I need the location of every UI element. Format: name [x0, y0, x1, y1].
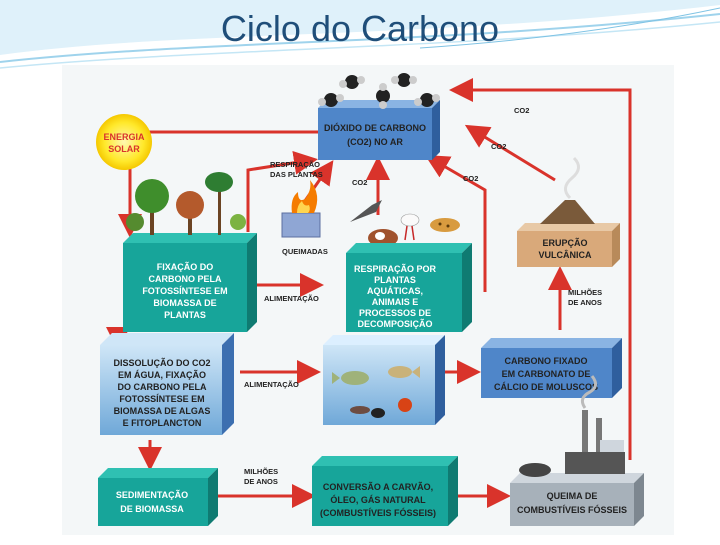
respiration-box: RESPIRAÇÃO POR PLANTAS AQUÁTICAS, ANIMAI…	[346, 243, 472, 332]
carbonate-box: CARBONO FIXADO EM CARBONATO DE CÁLCIO DE…	[481, 338, 622, 398]
millions-label-1-line2: DE ANOS	[568, 298, 602, 307]
co2-air-line1: DIÓXIDO DE CARBONO	[324, 122, 426, 133]
svg-text:PLANTAS: PLANTAS	[374, 275, 416, 285]
svg-text:FOTOSSÍNTESE EM: FOTOSSÍNTESE EM	[142, 286, 227, 296]
svg-text:DO CARBONO PELA: DO CARBONO PELA	[117, 382, 207, 392]
co2-label-c: CO2	[491, 142, 506, 151]
feeding-label-1: ALIMENTAÇÃO	[264, 294, 319, 303]
feeding-label-2: ALIMENTAÇÃO	[244, 380, 299, 389]
svg-text:VULCÂNICA: VULCÂNICA	[539, 249, 592, 260]
svg-text:FIXAÇÃO DO: FIXAÇÃO DO	[157, 262, 214, 272]
svg-text:EM ÁGUA, FIXAÇÃO: EM ÁGUA, FIXAÇÃO	[118, 370, 206, 380]
co2-label-d: CO2	[514, 106, 529, 115]
svg-text:ÓLEO, GÁS NATURAL: ÓLEO, GÁS NATURAL	[330, 494, 426, 505]
svg-text:E FITOPLANCTON: E FITOPLANCTON	[123, 418, 202, 428]
svg-text:DISSOLUÇÃO DO CO2: DISSOLUÇÃO DO CO2	[113, 358, 210, 368]
plant-respiration-line1: RESPIRAÇÃO	[270, 160, 320, 169]
svg-text:CONVERSÃO A CARVÃO,: CONVERSÃO A CARVÃO,	[323, 482, 433, 492]
svg-text:EM CARBONATO DE: EM CARBONATO DE	[502, 369, 591, 379]
co2-molecules-icon	[318, 73, 440, 109]
cycle-arrows	[106, 78, 632, 508]
svg-text:CARBONO FIXADO: CARBONO FIXADO	[505, 356, 588, 366]
svg-text:DECOMPOSIÇÃO: DECOMPOSIÇÃO	[357, 319, 432, 329]
co2-air-line2: (CO2) NO AR	[347, 137, 403, 147]
svg-text:(COMBUSTÍVEIS FÓSSEIS): (COMBUSTÍVEIS FÓSSEIS)	[320, 507, 436, 518]
svg-text:BIOMASSA DE ALGAS: BIOMASSA DE ALGAS	[114, 406, 211, 416]
sun-label-line1: ENERGIA	[103, 132, 145, 142]
forest-icon	[126, 172, 246, 235]
svg-text:DE BIOMASSA: DE BIOMASSA	[120, 504, 184, 514]
svg-text:PLANTAS: PLANTAS	[164, 310, 206, 320]
dissolution-box: DISSOLUÇÃO DO CO2 EM ÁGUA, FIXAÇÃO DO CA…	[100, 333, 234, 435]
header-swoosh	[0, 0, 720, 70]
svg-text:QUEIMA DE: QUEIMA DE	[547, 491, 598, 501]
co2-label-a: CO2	[352, 178, 367, 187]
millions-label-1-line1: MILHÕES	[568, 288, 602, 297]
sun-icon: ENERGIA SOLAR	[96, 114, 152, 170]
conversion-box: CONVERSÃO A CARVÃO, ÓLEO, GÁS NATURAL (C…	[312, 456, 458, 526]
page-title: Ciclo do Carbono	[220, 8, 500, 49]
co2-air-box: DIÓXIDO DE CARBONO (CO2) NO AR	[318, 100, 440, 160]
fire-icon	[281, 180, 321, 238]
sea-life-icon	[332, 366, 420, 418]
millions-label-2-line2: DE ANOS	[244, 477, 278, 486]
millions-label-2-line1: MILHÕES	[244, 467, 278, 476]
svg-text:CARBONO PELA: CARBONO PELA	[148, 274, 222, 284]
svg-text:SEDIMENTAÇÃO: SEDIMENTAÇÃO	[116, 490, 188, 500]
svg-text:ERUPÇÃO: ERUPÇÃO	[542, 238, 587, 248]
svg-text:FOTOSSÍNTESE EM: FOTOSSÍNTESE EM	[119, 394, 204, 404]
svg-text:PROCESSOS DE: PROCESSOS DE	[359, 308, 431, 318]
svg-text:RESPIRAÇÃO POR: RESPIRAÇÃO POR	[354, 264, 437, 274]
factory-icon	[519, 375, 625, 477]
plant-respiration-line2: DAS PLANTAS	[270, 170, 323, 179]
burning-label: QUEIMADAS	[282, 247, 328, 256]
fuel-burning-box: QUEIMA DE COMBUSTÍVEIS FÓSSEIS	[510, 473, 644, 526]
volcano-box: ERUPÇÃO VULCÂNICA	[517, 223, 620, 267]
svg-text:CÁLCIO DE MOLUSCOS: CÁLCIO DE MOLUSCOS	[494, 382, 598, 392]
svg-text:COMBUSTÍVEIS FÓSSEIS: COMBUSTÍVEIS FÓSSEIS	[517, 504, 627, 515]
co2-label-b: CO2	[463, 174, 478, 183]
sun-label-line2: SOLAR	[108, 144, 140, 154]
fixation-box: FIXAÇÃO DO CARBONO PELA FOTOSSÍNTESE EM …	[123, 233, 257, 332]
svg-text:ANIMAIS E: ANIMAIS E	[372, 297, 419, 307]
svg-text:AQUÁTICAS,: AQUÁTICAS,	[367, 286, 423, 296]
volcano-icon	[540, 156, 595, 224]
sedimentation-box: SEDIMENTAÇÃO DE BIOMASSA	[98, 468, 218, 526]
svg-text:BIOMASSA DE: BIOMASSA DE	[153, 298, 216, 308]
